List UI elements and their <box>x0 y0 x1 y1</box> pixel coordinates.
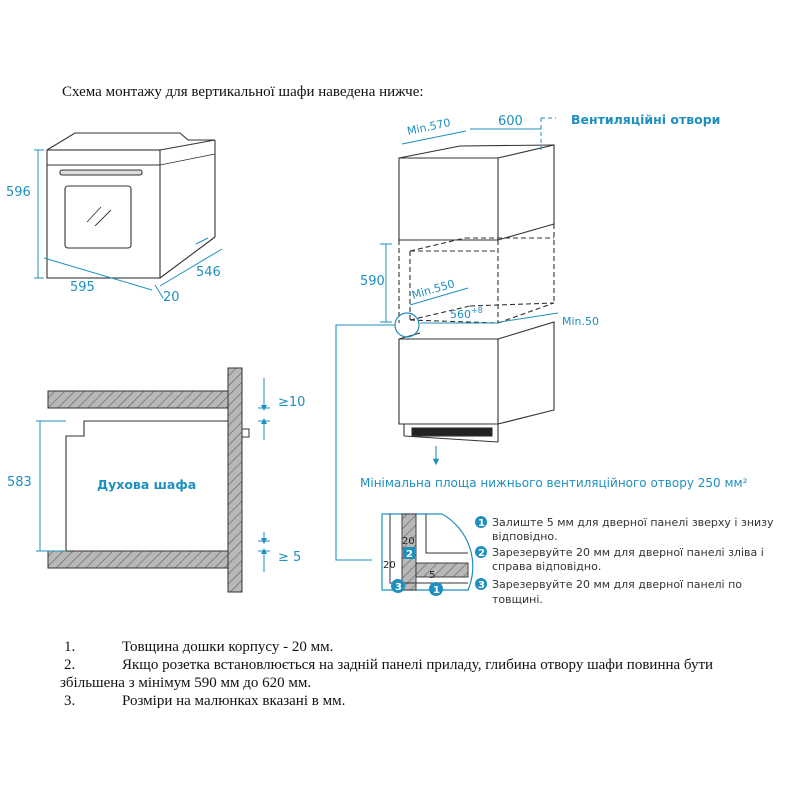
min570-label: Min.570 <box>406 116 452 138</box>
oven-front <box>46 149 161 279</box>
intro-text: Схема монтажу для вертикальної шафи наве… <box>62 84 424 100</box>
section-dimensions <box>36 378 270 572</box>
note-2-line-2: справа відповідно. <box>492 560 601 573</box>
note-2-line-1: Зарезервуйте 20 мм для дверної панелі зл… <box>492 546 764 559</box>
top-gap-label: ≥10 <box>278 395 305 410</box>
min50-label: Min.50 <box>562 315 599 328</box>
width560-label: 560+8 <box>450 306 483 321</box>
note-1-line-1: Залиште 5 мм для дверної панелі зверху і… <box>492 516 774 529</box>
vent-area-caption: Мінімальна площа нижнього вентиляційного… <box>360 476 748 490</box>
oven-depth-label: 546 <box>196 265 221 280</box>
detail-dim-20b: 20 <box>402 536 415 547</box>
side-wall <box>227 367 243 593</box>
oven-dimensions <box>34 149 223 299</box>
cabinet-isometric <box>398 144 555 443</box>
detail-marker <box>394 312 420 338</box>
upper-board <box>47 390 229 409</box>
detail-notes: 1 Залиште 5 мм для дверної панелі зверху… <box>475 516 774 606</box>
oven-height-label: 596 <box>6 185 31 200</box>
oven-window <box>64 185 132 249</box>
height590-label: 590 <box>360 274 385 289</box>
svg-text:1: 1 <box>433 585 440 596</box>
svg-text:2: 2 <box>406 549 413 560</box>
oven-width-label: 595 <box>70 280 95 295</box>
detail-dim-20a: 20 <box>383 560 396 571</box>
detail-marker-2: 2 <box>403 547 415 560</box>
width600-label: 600 <box>498 114 523 129</box>
bottom-gap-label: ≥ 5 <box>278 550 301 565</box>
installation-diagram: 596 595 546 20 <box>6 112 774 606</box>
detail-dim-5: 5 <box>429 570 435 581</box>
note-1-line-2: відповідно. <box>492 530 558 543</box>
lower-board <box>47 550 229 569</box>
footnote-2-cont: збільшена з мінімум 590 мм до 620 мм. <box>60 675 312 691</box>
section-height-label: 583 <box>7 475 32 490</box>
footnote-3: 3. Розміри на малюнках вказані в мм. <box>64 693 346 709</box>
svg-text:2: 2 <box>478 548 485 559</box>
svg-text:1: 1 <box>478 518 485 529</box>
note-3-line-2: товщині. <box>492 593 543 606</box>
svg-text:3: 3 <box>395 582 402 593</box>
oven-section-label: Духова шафа <box>97 477 196 492</box>
oven-handle <box>59 169 143 176</box>
detail-view <box>381 513 474 591</box>
footnote-1: 1. Товщина дошки корпусу - 20 мм. <box>64 639 334 655</box>
svg-text:3: 3 <box>478 580 485 591</box>
note-3-line-1: Зарезервуйте 20 мм для дверної панелі по <box>492 578 742 591</box>
oven-front-label: 20 <box>163 290 180 305</box>
footnotes: 1. Товщина дошки корпусу - 20 мм. 2. Якщ… <box>0 639 800 711</box>
detail-marker-3: 3 <box>391 579 405 593</box>
section-view <box>47 367 250 593</box>
vent-holes-title: Вентиляційні отвори <box>571 112 720 127</box>
detail-marker-1: 1 <box>429 582 443 596</box>
oven-isometric <box>46 132 216 279</box>
footnote-2: 2. Якщо розетка встановлюється на задній… <box>64 657 714 673</box>
cabinet-dimensions <box>380 117 559 324</box>
